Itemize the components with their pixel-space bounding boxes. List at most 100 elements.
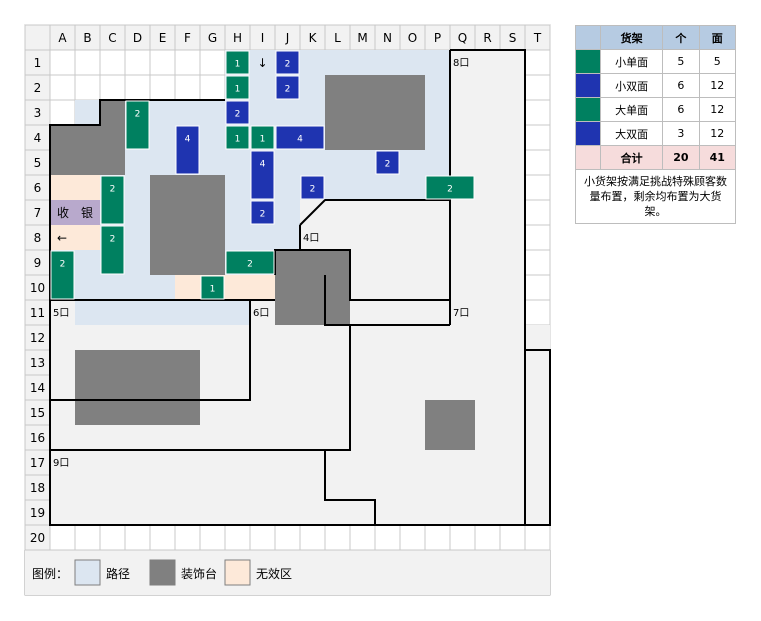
shelf-count-label: 2 [235, 110, 241, 120]
header-shelf: 货架 [599, 25, 664, 50]
legend-band [25, 550, 550, 595]
shelf-count-label: 2 [447, 185, 453, 195]
row-label: 18 [30, 481, 45, 495]
shelf-small-single [225, 125, 250, 150]
table-total-row: 合计 20 41 [575, 145, 737, 170]
shelf-count-label: 2 [385, 160, 391, 170]
column-label: G [208, 31, 217, 45]
store-entrance-label: 5口 [53, 308, 69, 319]
row-count: 5 [662, 49, 700, 74]
store-walls [49, 49, 551, 526]
column-label: S [509, 31, 517, 45]
legend-swatch-decor [149, 559, 176, 586]
column-label: K [309, 31, 318, 45]
shelf-count-label: 2 [247, 260, 253, 270]
row-label: 17 [30, 456, 45, 470]
decor-platform [150, 175, 225, 275]
shelf-count-label: 2 [135, 110, 141, 120]
shelf-large-single [100, 175, 125, 225]
store-wall [50, 299, 275, 401]
row-header-band [25, 25, 50, 550]
invalid-area [50, 225, 100, 250]
legend-label: 装饰台 [181, 566, 217, 581]
shelf-summary-table: 货架 个 面 小单面 5 5 小双面 6 12 大单面 6 12 大双面 3 1… [575, 25, 737, 224]
store-wall [324, 450, 376, 525]
legend-swatch-invalid [224, 559, 251, 586]
row-label: 7 [34, 206, 42, 220]
shelf-large-single [50, 250, 75, 300]
shelf-count-label: 1 [210, 285, 216, 295]
header-swatch-cell [575, 25, 601, 50]
column-label: O [408, 31, 417, 45]
row-label: 6 [34, 181, 42, 195]
swatch-small-double [575, 73, 601, 98]
column-header-band [25, 25, 550, 50]
row-name: 小单面 [599, 49, 664, 74]
exit-arrow-icon: ← [57, 231, 67, 245]
shelf-count-label: 1 [235, 85, 241, 95]
column-label: D [133, 31, 142, 45]
row-label: 13 [30, 356, 45, 370]
shelf-small-double [250, 150, 275, 200]
row-label: 5 [34, 156, 42, 170]
shelf-count-label: 2 [310, 185, 316, 195]
total-name: 合计 [599, 145, 664, 170]
column-label: T [533, 31, 542, 45]
shelf-large-single [100, 225, 125, 275]
row-count: 6 [662, 97, 700, 122]
column-label: E [159, 31, 167, 45]
column-label: Q [458, 31, 467, 45]
row-label: 2 [34, 81, 42, 95]
row-faces: 12 [698, 121, 737, 146]
store-area [50, 450, 525, 525]
legend: 图例：路径装饰台无效区 [32, 559, 292, 586]
store-entrance-label: 8口 [453, 58, 469, 69]
store-wall [275, 249, 450, 301]
swatch-large-single [575, 97, 601, 122]
cashier-label: 收 银 [57, 206, 93, 220]
shelf-small-double [175, 125, 200, 175]
row-name: 大单面 [599, 97, 664, 122]
decor-platform [75, 350, 200, 425]
decor-platform [275, 250, 350, 325]
shelf-count-label: 4 [297, 135, 303, 145]
legend-title: 图例： [32, 567, 68, 581]
legend-swatch-path [74, 559, 101, 586]
table-row: 大单面 6 12 [575, 97, 737, 122]
row-label: 11 [30, 306, 45, 320]
shelf-small-single [225, 50, 250, 75]
row-label: 12 [30, 331, 45, 345]
header-faces: 面 [698, 25, 737, 50]
column-label: I [261, 31, 265, 45]
shelf-large-single [250, 125, 275, 150]
table-row: 小双面 6 12 [575, 73, 737, 98]
shelf-small-double [225, 100, 250, 125]
row-label: 3 [34, 106, 42, 120]
row-label: 8 [34, 231, 42, 245]
column-label: J [285, 31, 290, 45]
row-name: 小双面 [599, 73, 664, 98]
store-entrance-label: 9口 [53, 458, 69, 469]
shelf-count-label: 4 [185, 135, 191, 145]
invalid-area [50, 175, 100, 200]
row-label: 9 [34, 256, 42, 270]
store-wall [324, 275, 450, 326]
row-label: 4 [34, 131, 42, 145]
shelf-count-label: 2 [60, 260, 66, 270]
shelf-small-double [375, 150, 400, 175]
table-row: 小单面 5 5 [575, 49, 737, 74]
column-label: C [108, 31, 116, 45]
shelf-count-label: 2 [110, 185, 116, 195]
column-label: R [483, 31, 491, 45]
invalid-area [175, 275, 275, 300]
row-label: 15 [30, 406, 45, 420]
store-wall [50, 325, 351, 451]
decor-platform [425, 400, 475, 450]
table-note: 小货架按满足挑战特殊顾客数量布置，剩余均布置为大货架。 [575, 169, 736, 224]
store-entrance-label: 7口 [453, 308, 469, 319]
swatch-small-single [575, 49, 601, 74]
swatch-large-double [575, 121, 601, 146]
shelf-large-single [425, 175, 475, 200]
column-label: H [233, 31, 242, 45]
